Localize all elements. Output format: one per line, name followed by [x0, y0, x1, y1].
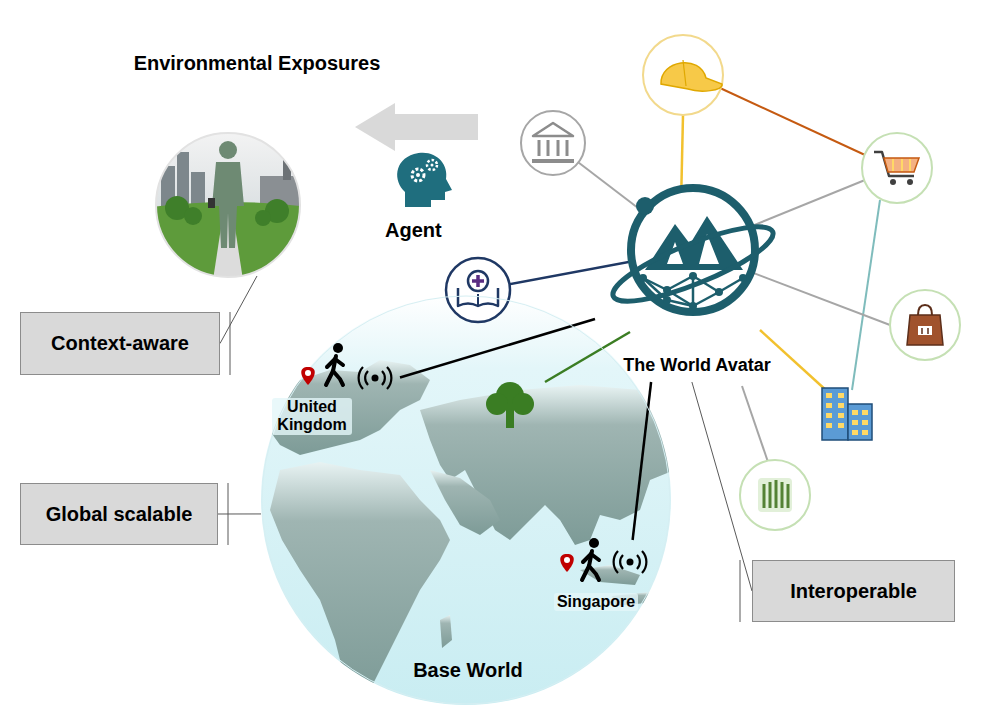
location-marker: Singapore [535, 540, 657, 615]
agent-icon [397, 153, 452, 207]
green-logo-icon [740, 460, 810, 530]
location-marker: United Kingdom [272, 343, 400, 439]
node-label: Base World [261, 659, 675, 682]
location-link [400, 319, 595, 378]
leader-line [220, 276, 257, 344]
exposure-illustration: Environmental Exposures [105, 48, 409, 276]
location-link [633, 382, 652, 540]
feature-box: Global scalable [20, 483, 218, 545]
node-label: Singapore [554, 593, 638, 611]
cart-icon [862, 133, 932, 203]
node-label: Environmental Exposures [105, 52, 409, 75]
bracket-line [740, 560, 741, 622]
feature-label: Interoperable [790, 580, 917, 603]
globe-region-shape [261, 295, 675, 705]
leader-line [692, 382, 752, 591]
platform-logo-shape [595, 172, 799, 382]
node-label: United Kingdom [272, 398, 352, 435]
feature-box: Context-aware [20, 312, 220, 375]
feature-label: Global scalable [46, 503, 193, 526]
globe-region: Base World United KingdomSingapore [261, 295, 675, 705]
platform-logo: The World Avatar [595, 172, 799, 382]
globe [261, 295, 675, 705]
flow-arrow [355, 103, 478, 151]
agent-label: Agent [385, 219, 442, 242]
health-book-icon [446, 258, 510, 322]
tree-icon [486, 382, 534, 428]
leader-line [218, 513, 261, 514]
hat-icon [643, 35, 723, 115]
icon-links [478, 88, 890, 462]
exposure-illustration-shape [105, 48, 409, 276]
building-icon [822, 388, 872, 440]
bank-icon [521, 111, 585, 175]
feature-box: Interoperable [752, 560, 955, 622]
bracket-line [230, 312, 231, 375]
food-bag-icon [890, 290, 960, 360]
feature-label: Context-aware [51, 332, 189, 355]
